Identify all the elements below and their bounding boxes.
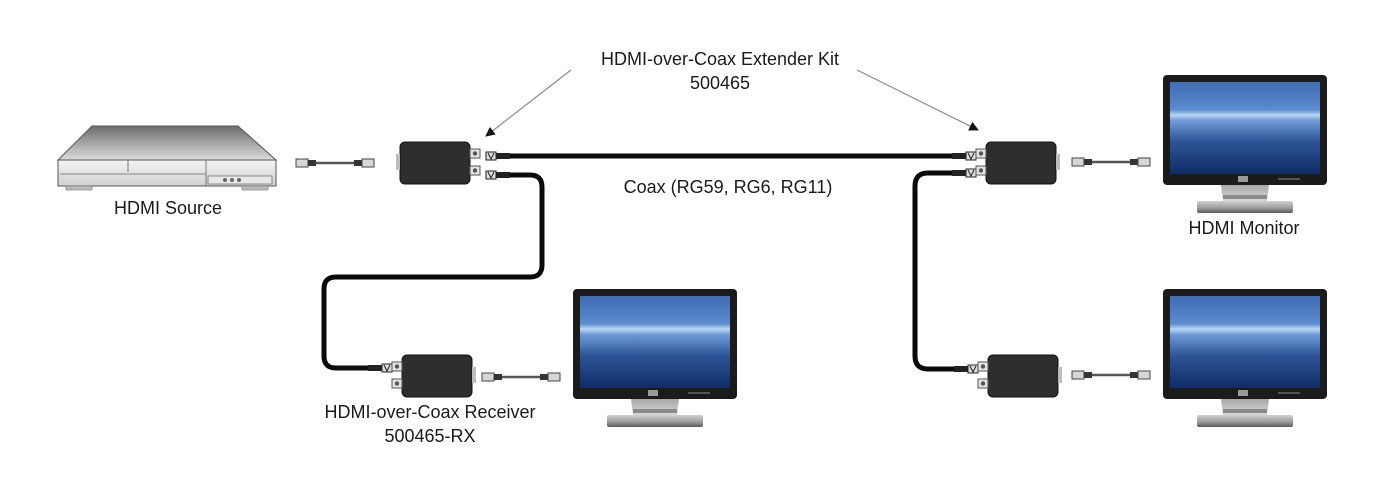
coax-to-right-bottom-receiver bbox=[912, 170, 958, 372]
hdmi-source-label: HDMI Source bbox=[114, 198, 222, 218]
hdmi-monitor-label: HDMI Monitor bbox=[1188, 218, 1299, 238]
monitor-bottom-right bbox=[1163, 289, 1327, 427]
bnc-connector bbox=[953, 364, 979, 374]
bnc-connector bbox=[951, 151, 977, 161]
coax-to-left-receiver bbox=[321, 172, 545, 371]
hdmi-cable bbox=[1070, 369, 1152, 381]
callout-arrow-receiver bbox=[856, 69, 979, 131]
bnc-connector bbox=[485, 151, 511, 161]
kit-title-label: HDMI-over-Coax Extender Kit bbox=[601, 49, 839, 69]
kit-part-number-label: 500465 bbox=[690, 73, 750, 93]
monitor-left bbox=[573, 289, 737, 427]
hdmi-cable bbox=[1070, 156, 1152, 168]
coax-types-label: Coax (RG59, RG6, RG11) bbox=[624, 177, 833, 197]
extender-receiver-left bbox=[391, 354, 477, 398]
extender-transmitter bbox=[395, 141, 481, 185]
receiver-part-number-label: 500465-RX bbox=[384, 426, 475, 446]
coax-cables bbox=[321, 153, 958, 372]
extender-receiver-top bbox=[975, 141, 1061, 185]
extender-receiver-bottom bbox=[977, 354, 1063, 398]
bnc-connector bbox=[485, 170, 511, 180]
monitor-top-right bbox=[1163, 75, 1327, 213]
bnc-connector bbox=[367, 363, 393, 373]
hdmi-source-device bbox=[56, 125, 278, 191]
hdmi-cable bbox=[294, 157, 376, 169]
callout-arrow-transmitter bbox=[485, 69, 572, 137]
hdmi-cable bbox=[480, 371, 562, 383]
bnc-connector bbox=[951, 168, 977, 178]
receiver-label: HDMI-over-Coax Receiver bbox=[324, 402, 535, 422]
